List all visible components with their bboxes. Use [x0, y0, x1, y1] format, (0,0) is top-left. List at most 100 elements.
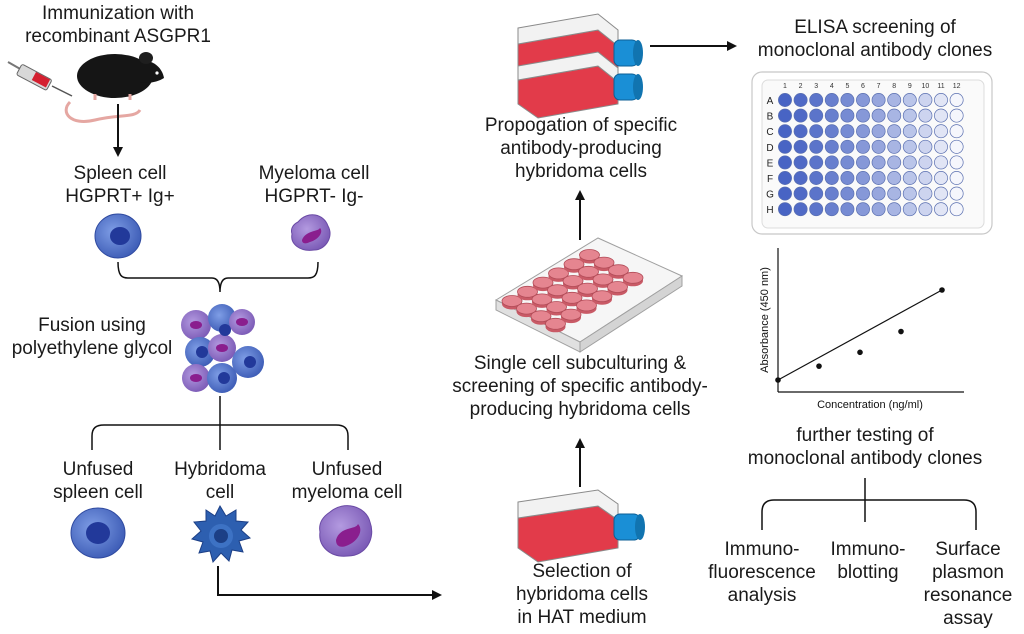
well-top — [592, 273, 614, 286]
fusion-line2: polyethylene glycol — [11, 338, 173, 359]
elisa-well — [778, 155, 792, 170]
row-label: C — [766, 127, 773, 138]
unfused-myeloma-line1: Unfused — [311, 459, 383, 480]
elisa-well — [871, 93, 886, 107]
elisa-well — [949, 155, 964, 170]
hybridoma-line1: Hybridoma — [174, 459, 266, 480]
column-label: 1 — [783, 83, 787, 90]
column-label: 2 — [799, 83, 803, 90]
spr-label: Surface plasmon resonance assay — [916, 538, 1020, 630]
elisa-well — [778, 93, 792, 107]
elisa-well — [934, 155, 948, 170]
elisa-well — [871, 108, 886, 123]
elisa-well — [856, 186, 870, 201]
elisa-well — [949, 202, 964, 217]
elisa-well — [809, 155, 824, 170]
column-label: 11 — [937, 83, 944, 90]
elisa-well — [902, 124, 917, 139]
elisa-well — [949, 171, 964, 185]
stacked-flasks-icon — [517, 13, 643, 119]
subculturing-label: Single cell subculturing & screening of … — [450, 352, 710, 421]
elisa-well — [793, 108, 808, 123]
elisa-well — [840, 124, 855, 139]
subculturing-line3: producing hybridoma cells — [469, 399, 691, 420]
unfused-spleen-line1: Unfused — [62, 459, 134, 480]
hybridoma-line2: cell — [205, 482, 235, 503]
elisa-well — [840, 186, 855, 201]
elisa-well — [778, 171, 792, 185]
immunoblotting-line1: Immuno- — [830, 539, 906, 560]
immunoblotting-label: Immuno- blotting — [816, 538, 920, 584]
elisa-well — [918, 124, 933, 139]
unfused-myeloma-cell-icon — [319, 505, 373, 557]
elisa-well — [918, 108, 933, 123]
elisa-well — [918, 155, 933, 170]
row-label: D — [766, 143, 773, 154]
well-top — [548, 267, 569, 280]
elisa-well — [887, 155, 902, 170]
immunofluorescence-line3: analysis — [727, 585, 797, 606]
myeloma-line1: Myeloma cell — [258, 163, 370, 184]
elisa-well — [902, 202, 917, 217]
elisa-well — [778, 108, 792, 123]
elisa-well — [793, 139, 808, 154]
elisa-well — [793, 186, 808, 201]
spr-line3: resonance — [923, 585, 1013, 606]
elisa-well — [887, 108, 902, 123]
elisa-well — [809, 171, 824, 185]
column-label: 10 — [922, 83, 930, 90]
elisa-well — [793, 93, 808, 107]
myeloma-line2: HGPRT- Ig- — [264, 186, 364, 207]
elisa-well — [887, 171, 902, 185]
elisa-well — [840, 93, 855, 107]
well-top — [577, 282, 598, 295]
elisa-well — [934, 186, 948, 201]
elisa-well — [902, 108, 917, 123]
elisa-well — [934, 171, 948, 185]
elisa-well — [824, 139, 839, 154]
hybridoma-label: Hybridoma cell — [162, 458, 278, 504]
well-top — [579, 249, 600, 261]
well-top — [561, 291, 583, 304]
well-top — [530, 310, 552, 323]
elisa-well — [840, 108, 855, 123]
elisa-well — [887, 124, 902, 139]
elisa-well — [918, 171, 933, 185]
well-top — [560, 308, 582, 321]
unfused-myeloma-line2: myeloma cell — [291, 482, 403, 503]
elisa-well — [824, 93, 839, 107]
data-point — [857, 349, 863, 356]
elisa-well — [840, 202, 855, 217]
unfused-spleen-cell-icon — [70, 507, 126, 559]
elisa-well — [934, 202, 948, 217]
column-label: 8 — [892, 83, 896, 90]
elisa-well — [902, 93, 917, 107]
selection-line2: hybridoma cells — [516, 584, 648, 605]
subculturing-line2: screening of specific antibody- — [452, 376, 708, 397]
elisa-well — [918, 186, 933, 201]
elisa-well — [809, 186, 824, 201]
fused-cells-icon — [181, 304, 264, 393]
elisa-well — [778, 202, 792, 217]
elisa-well — [902, 139, 917, 154]
elisa-well — [887, 93, 902, 107]
elisa-well — [856, 93, 870, 107]
elisa-well — [824, 124, 839, 139]
data-point — [939, 287, 945, 293]
spr-line4: assay — [943, 608, 993, 629]
well-top — [532, 276, 554, 289]
spleen-cell-icon — [94, 213, 142, 259]
column-label: 7 — [877, 83, 881, 90]
spleen-cell-label: Spleen cell HGPRT+ Ig+ — [50, 162, 190, 208]
elisa-well — [840, 155, 855, 170]
immunofluorescence-label: Immuno- fluorescence analysis — [700, 538, 824, 607]
elisa-well — [809, 139, 824, 154]
well-top — [547, 284, 568, 297]
row-label: F — [767, 174, 773, 185]
elisa-well — [824, 155, 839, 170]
x-axis-label: Concentration (ng/ml) — [817, 399, 923, 411]
well-plate-24-icon — [494, 237, 684, 353]
elisa-well — [902, 186, 917, 201]
elisa-well — [934, 108, 948, 123]
